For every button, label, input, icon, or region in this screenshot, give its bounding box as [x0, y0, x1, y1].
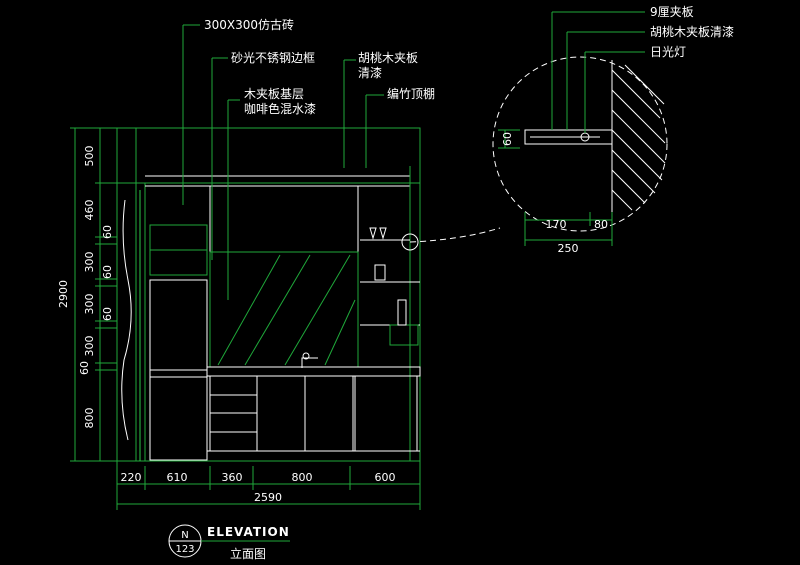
hdim-total: 2590: [254, 491, 282, 504]
detail-leader: [409, 227, 501, 243]
detail-annotation-lamp: 日光灯: [650, 45, 686, 59]
vdim-total: 2900: [57, 280, 70, 308]
detail-circle: [492, 56, 668, 232]
annotation-walnut-finish: 清漆: [358, 66, 382, 80]
annotation-bamboo-ceiling: 编竹顶棚: [387, 86, 435, 101]
hdim-1: 610: [167, 471, 188, 484]
title-number: 123: [175, 544, 194, 555]
detail-dim-height: 60: [501, 132, 514, 146]
detail-callout: [401, 11, 668, 251]
annotation-coffee-paint: 咖啡色混水漆: [244, 101, 316, 116]
annotation-leaders: [182, 24, 384, 300]
counter-top: [206, 366, 421, 377]
annotation-tile: 300X300仿古砖: [204, 17, 294, 32]
hdim-4: 600: [375, 471, 396, 484]
title-sub: 立面图: [230, 546, 266, 561]
detail-origin-marker: [401, 233, 419, 251]
title-north: N: [181, 530, 188, 541]
vdim-8: 60: [78, 361, 91, 375]
curtain-icon: [121, 199, 132, 441]
hdim-2: 360: [222, 471, 243, 484]
vdim-7: 300: [83, 336, 96, 357]
detail-annotation-plywood: 9厘夹板: [650, 5, 694, 19]
vdim-1: 460: [83, 200, 96, 221]
hdim-0: 220: [121, 471, 142, 484]
annotation-wood-base: 木夹板基层: [244, 87, 304, 101]
vdim-2: 60: [101, 225, 114, 239]
shelf-items-icon: [369, 227, 407, 326]
vdim-9: 800: [83, 408, 96, 429]
detail-dim-a: 170: [546, 218, 567, 231]
elevation-elevation-body: [116, 127, 421, 462]
title-block: N 123 ELEVATION 立面图: [168, 524, 290, 561]
hdim-3: 800: [292, 471, 313, 484]
vdim-6: 60: [101, 307, 114, 321]
detail-annotation-walnut: 胡桃木夹板清漆: [650, 24, 734, 39]
annotation-walnut-panel: 胡桃木夹板: [358, 50, 418, 65]
title-main: ELEVATION: [207, 525, 290, 539]
detail-dim-b: 80: [594, 218, 608, 231]
faucet-icon: [301, 352, 318, 368]
right-cabinet: [354, 375, 418, 452]
vdim-0: 500: [83, 146, 96, 167]
vdim-3: 300: [83, 252, 96, 273]
vdim-4: 60: [101, 265, 114, 279]
annotation-frame: 砂光不锈钢边框: [231, 51, 315, 65]
detail-dim-total: 250: [558, 242, 579, 255]
bamboo-blind: [209, 185, 359, 253]
vertical-dimension-lines: [70, 127, 117, 462]
lamp-housing: [524, 129, 613, 145]
outer-frame: [116, 127, 421, 462]
vdim-5: 300: [83, 294, 96, 315]
horizontal-dimension-lines: [116, 461, 421, 510]
wall-hatch: [611, 64, 666, 211]
